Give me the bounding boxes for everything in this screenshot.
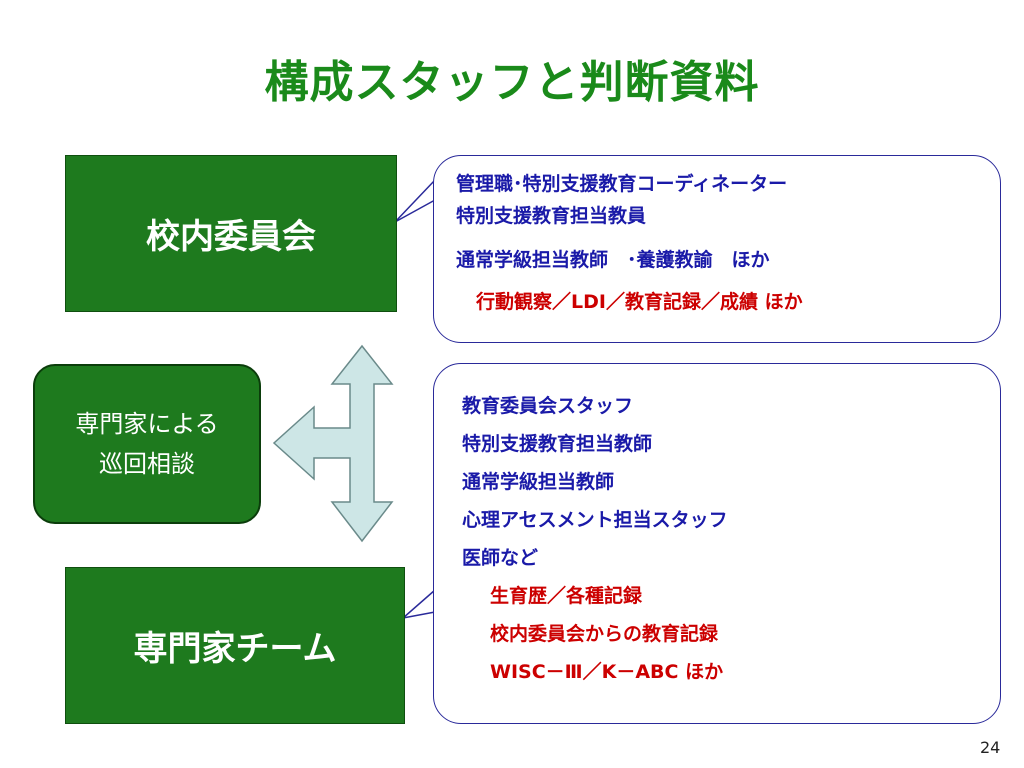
page-number: 24 bbox=[980, 738, 1001, 757]
school-committee-label: 校内委員会 bbox=[146, 217, 316, 257]
school-committee-callout: 管理職･特別支援教育コーディネーター 特別支援教育担当教員 通常学級担当教師 ･… bbox=[433, 155, 1001, 343]
team-member-1: 教育委員会スタッフ bbox=[462, 395, 634, 417]
team-member-5: 医師など bbox=[462, 547, 539, 569]
team-material-2: 校内委員会からの教育記録 bbox=[490, 623, 719, 645]
slide-title: 構成スタッフと判断資料 bbox=[264, 57, 760, 108]
school-committee-box: 校内委員会 bbox=[65, 155, 397, 312]
team-member-2: 特別支援教育担当教師 bbox=[462, 433, 653, 455]
team-member-4: 心理アセスメント担当スタッフ bbox=[462, 509, 728, 531]
school-member-3: 通常学級担当教師 ･養護教諭 ほか bbox=[456, 249, 770, 271]
school-materials: 行動観察／LDI／教育記録／成績 ほか bbox=[476, 291, 803, 313]
expert-team-box: 専門家チーム bbox=[65, 567, 405, 724]
team-material-3: WISC－Ⅲ／K－ABC ほか bbox=[490, 661, 724, 683]
team-material-1: 生育歴／各種記録 bbox=[490, 585, 643, 607]
expert-team-label: 専門家チーム bbox=[133, 629, 337, 669]
three-way-arrow-icon bbox=[272, 344, 394, 543]
callout-tail-bottom bbox=[400, 589, 436, 620]
expert-team-callout: 教育委員会スタッフ 特別支援教育担当教師 通常学級担当教師 心理アセスメント担当… bbox=[433, 363, 1001, 724]
school-member-2: 特別支援教育担当教員 bbox=[456, 205, 647, 227]
expert-visit-box: 専門家による 巡回相談 bbox=[33, 364, 261, 524]
expert-visit-line2: 巡回相談 bbox=[99, 450, 195, 478]
expert-visit-line1: 専門家による bbox=[75, 410, 219, 438]
team-member-3: 通常学級担当教師 bbox=[462, 471, 615, 493]
callout-tail-top bbox=[394, 179, 436, 223]
school-member-1: 管理職･特別支援教育コーディネーター bbox=[456, 173, 788, 195]
